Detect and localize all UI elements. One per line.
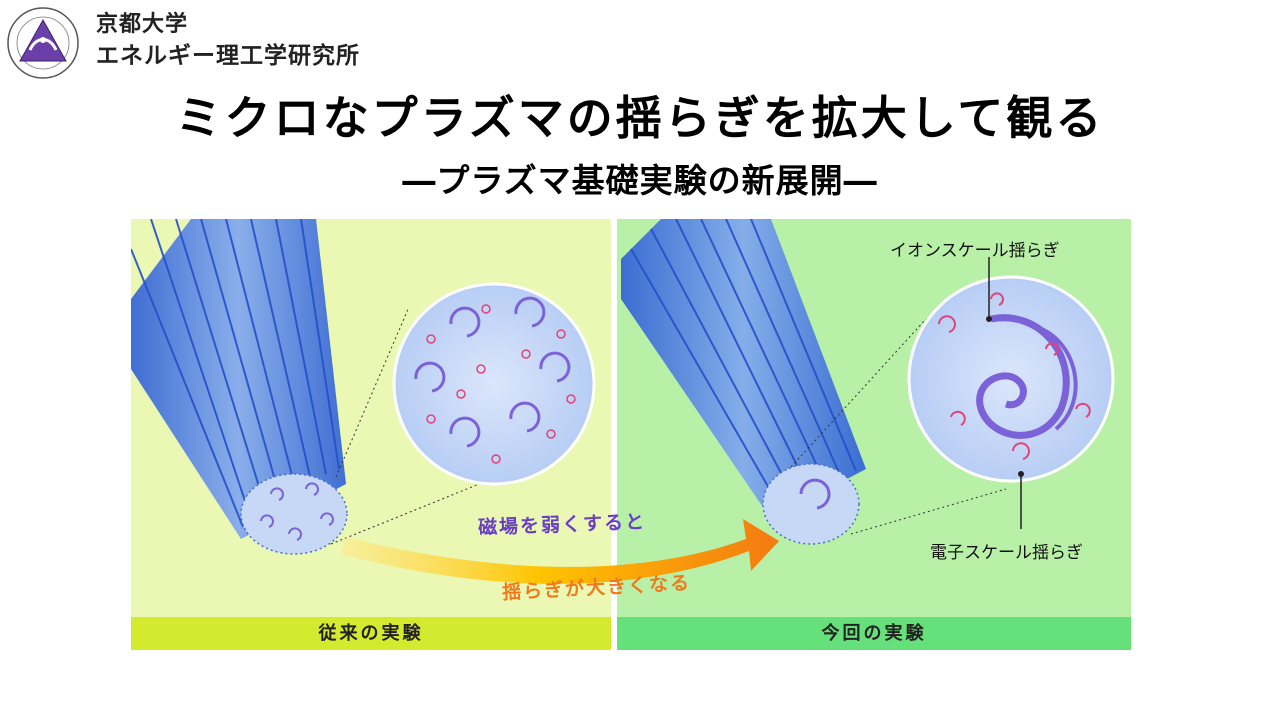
right-plasma-column (621, 219, 866, 545)
transition-arrow (341, 519, 779, 584)
institution-name: 京都大学 (96, 12, 189, 37)
conventional-experiment-label: 従来の実験 (318, 623, 424, 644)
ion-scale-label: イオンスケール揺らぎ (890, 241, 1060, 261)
current-experiment-label: 今回の実験 (821, 623, 927, 644)
left-cross-section (240, 473, 348, 555)
page-title: ミクロなプラズマの揺らぎを拡大して観る (175, 91, 1105, 145)
right-magnified-view (790, 257, 1115, 535)
plasma-fluctuation-diagram (131, 219, 1131, 650)
page-subtitle: ―プラズマ基礎実験の新展開― (402, 161, 878, 200)
right-panel-label-bar (617, 617, 1131, 650)
electron-scale-label: 電子スケール揺らぎ (930, 543, 1083, 563)
kyoto-university-logo (7, 7, 79, 79)
institute-name: エネルギー理工学研究所 (96, 43, 360, 69)
panel-divider (611, 219, 617, 650)
left-panel-label-bar (131, 617, 611, 650)
right-cross-section (762, 463, 860, 545)
left-magnified-view (330, 282, 596, 545)
left-plasma-column (131, 219, 348, 555)
